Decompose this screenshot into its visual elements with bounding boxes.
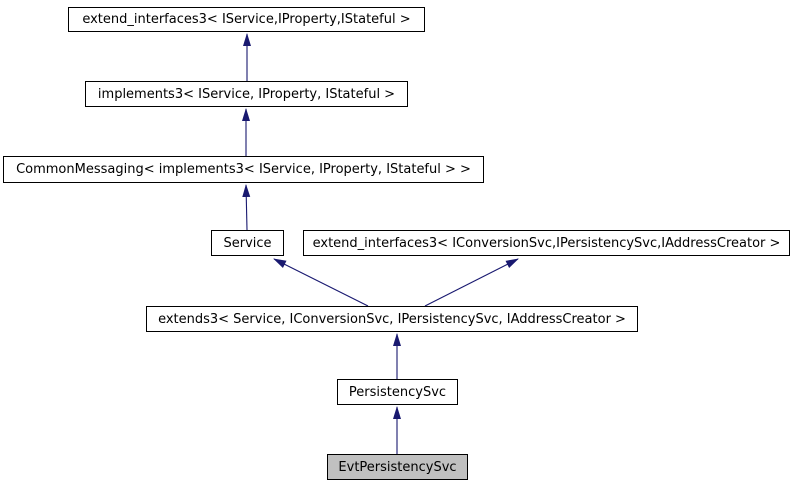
edge-extends3-to-extend-interfaces3-conv [424, 258, 519, 307]
node-extend-interfaces3-iservice[interactable]: extend_interfaces3< IService,IProperty,I… [68, 7, 425, 32]
node-extends3[interactable]: extends3< Service, IConversionSvc, IPers… [146, 306, 638, 332]
node-evt-persistency-svc-current: EvtPersistencySvc [327, 454, 468, 480]
node-persistency-svc[interactable]: PersistencySvc [337, 379, 458, 405]
edge-service-to-commonmessaging [242, 184, 251, 231]
node-common-messaging[interactable]: CommonMessaging< implements3< IService, … [3, 156, 484, 183]
node-service[interactable]: Service [211, 230, 284, 256]
node-implements3[interactable]: implements3< IService, IProperty, IState… [85, 81, 408, 107]
node-extend-interfaces3-iconversionsvc[interactable]: extend_interfaces3< IConversionSvc,IPers… [303, 230, 790, 256]
edge-extends3-to-service [273, 258, 369, 307]
